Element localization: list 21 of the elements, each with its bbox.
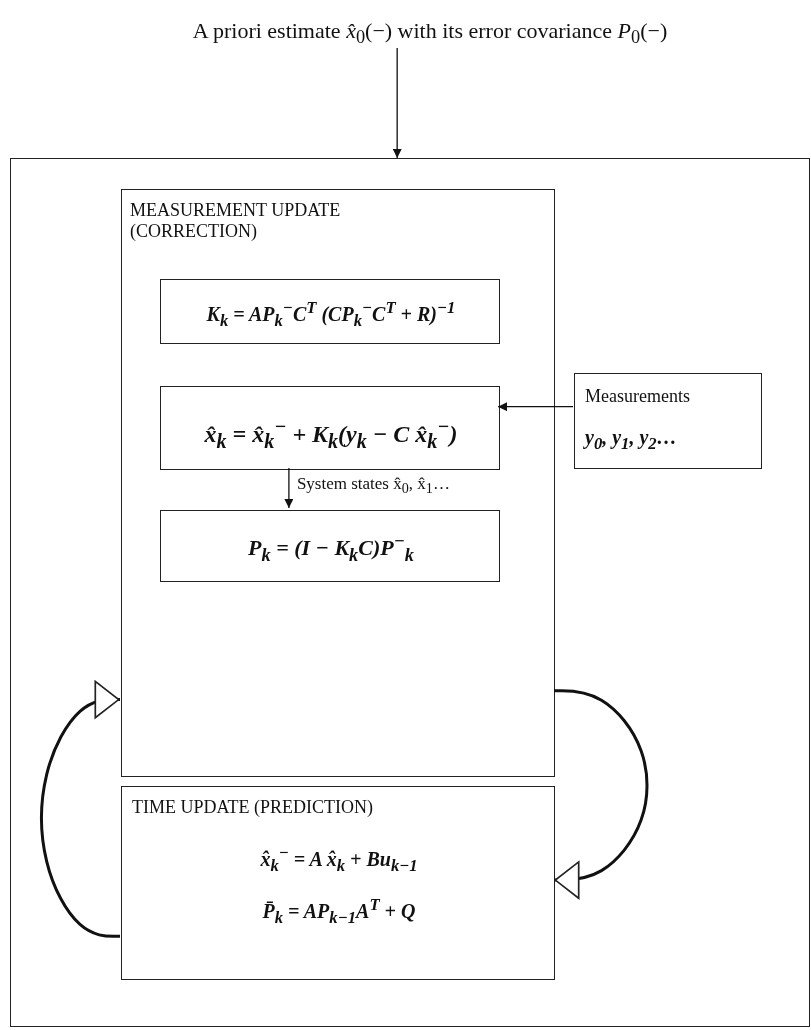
arrow: [497, 402, 574, 412]
arrow: [284, 467, 294, 509]
equation: K$_{k}$ = AP$_{k}$$^{−}$C$^{T}$ (CP$_{k}$$^{−}$C$^{T}$ + R)$^{−1}$: [205, 298, 457, 331]
header-text: A priori estimate x̂$_{0}$(−) with its error covariance P$_{0}$(−): [191, 18, 669, 49]
equation-box: [160, 386, 500, 470]
outer-loop-box: [10, 158, 810, 1027]
update-panel: [121, 786, 555, 980]
update-panel: [121, 189, 555, 777]
equation-box: [160, 510, 500, 582]
equation: P̄$_{k}$ = AP$_{k−1}$A$^{T}$ + Q: [261, 895, 417, 928]
equation: y$_{0}$, y$_{1}$, y$_{2}$…: [585, 426, 678, 454]
equation-box: [160, 279, 500, 344]
section-heading: MEASUREMENT UPDATE (CORRECTION): [130, 200, 342, 242]
section-heading: TIME UPDATE (PREDICTION): [132, 797, 374, 818]
arrow: [392, 47, 402, 159]
equation: x̂$_{k}$$^{−}$ = A x̂$_{k}$ + Bu$_{k−1}$: [259, 843, 419, 876]
input-label: Measurements: [585, 386, 691, 407]
equation-box: [574, 373, 762, 469]
cycle-arrow: [554, 689, 649, 900]
equation: x̂$_{k}$ = x̂$_{k}$$^{−}$ + K$_{k}$(y$_{k}$ − C x̂$_{k}$$^{−}$): [203, 415, 459, 453]
cycle-arrow: [40, 680, 120, 938]
